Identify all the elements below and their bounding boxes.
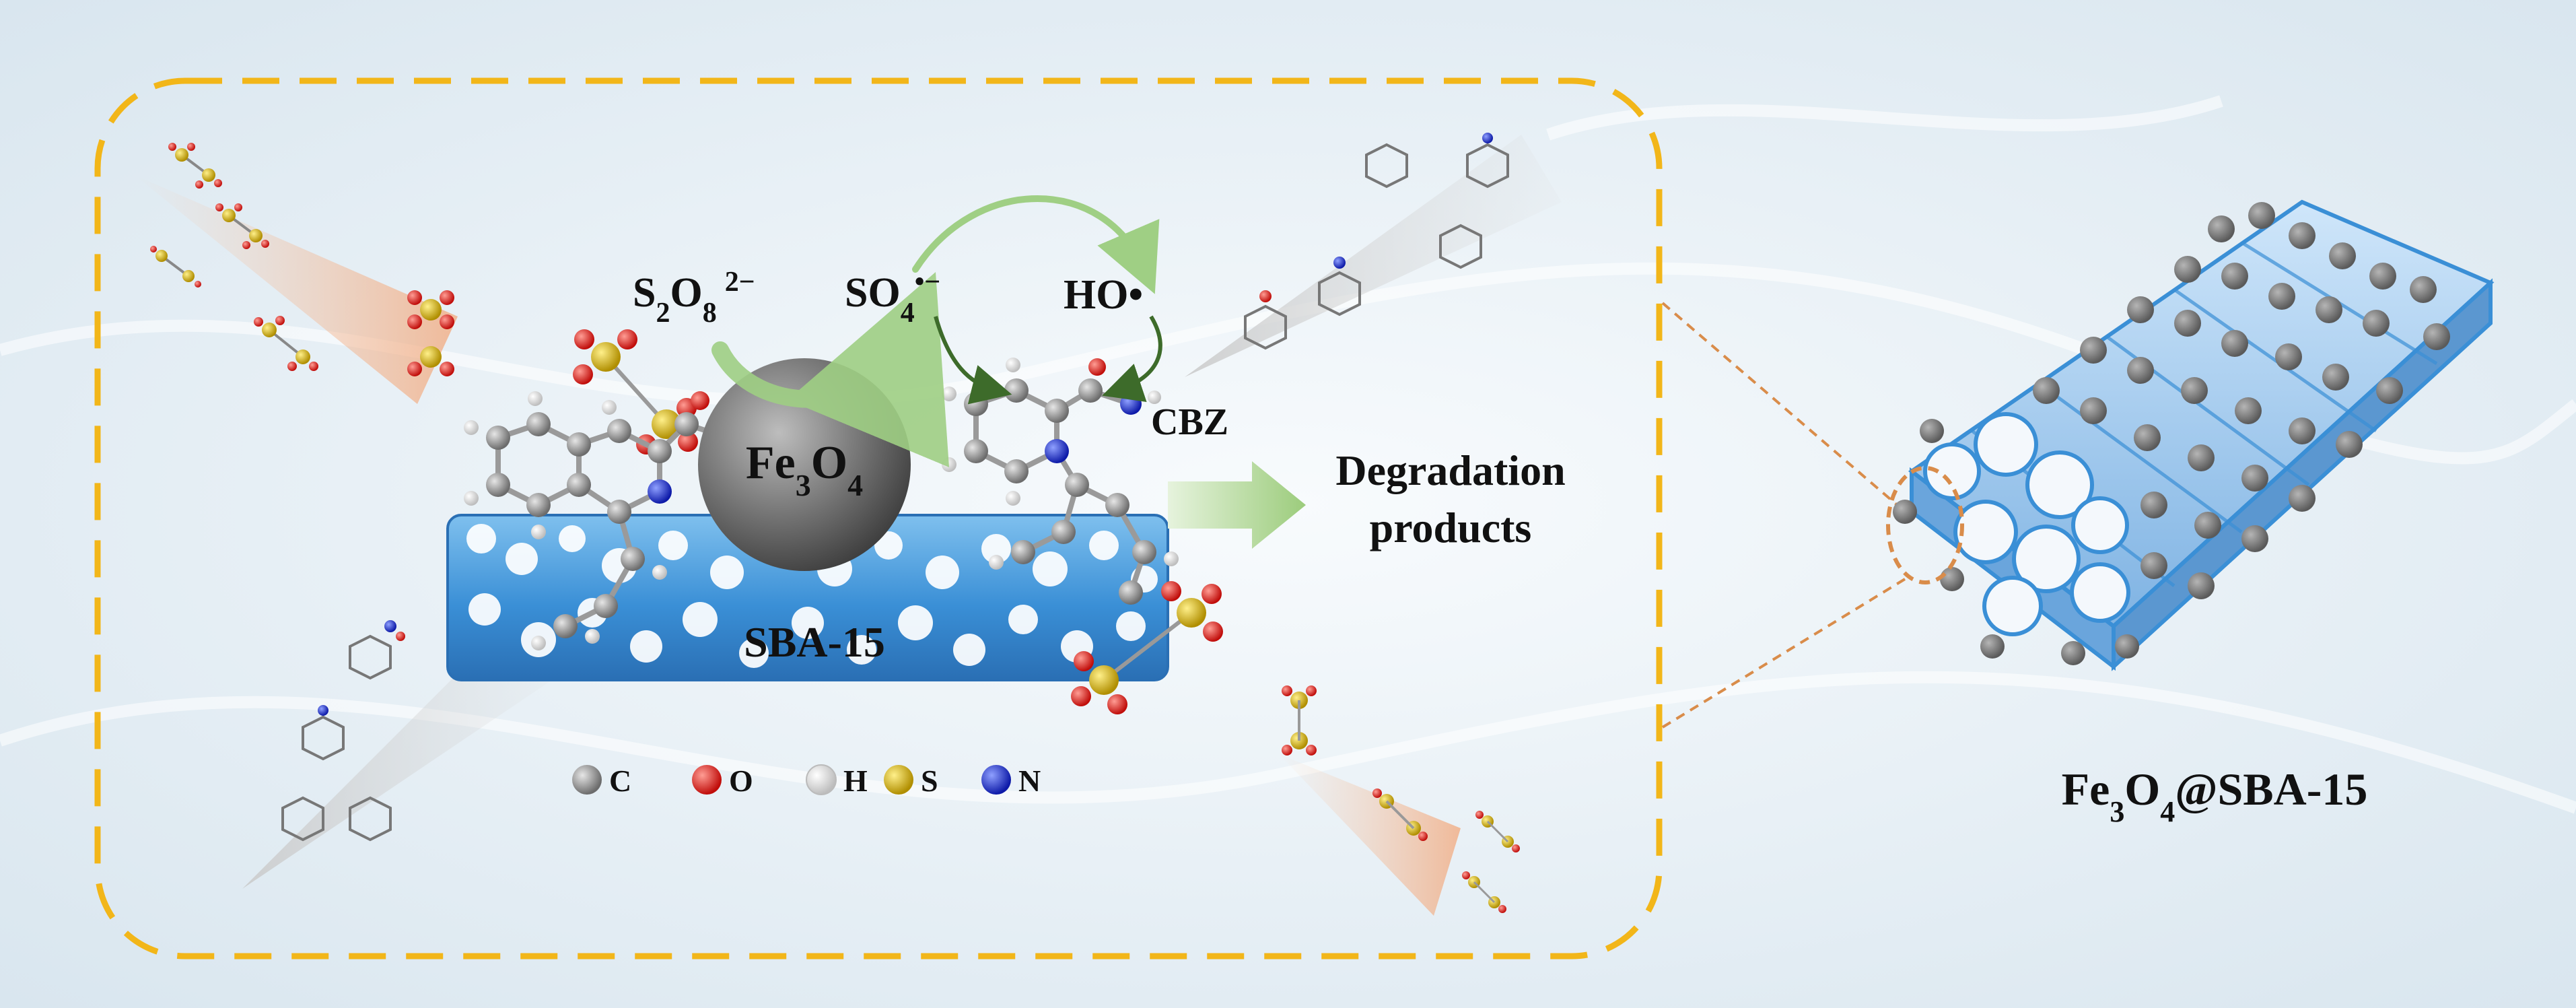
cbz-label: CBZ <box>1151 401 1228 443</box>
cbz-plume-bottom <box>242 619 552 889</box>
legend-item-c: C <box>572 764 631 798</box>
svg-text:S: S <box>921 764 938 798</box>
sulfate-radical-label: SO4•− <box>845 267 940 329</box>
hydroxyl-radical-label: HO• <box>1064 272 1143 318</box>
degradation-arrow <box>1168 461 1306 549</box>
sba15-label: SBA-15 <box>744 618 885 666</box>
activation-arrow <box>711 272 949 468</box>
svg-text:N: N <box>1018 764 1041 798</box>
cbz-plume-top <box>1185 135 1562 377</box>
persulfate-molecule-slab-right <box>1071 581 1223 714</box>
hydroxyl-attack-arrow <box>1102 315 1162 403</box>
cbz-small-molecules <box>281 143 1509 842</box>
cbz-small-atoms <box>318 133 1493 716</box>
degradation-products-label-line1: Degradation <box>1335 446 1565 494</box>
fe3o4-particles <box>1893 202 2450 665</box>
atom-legend: C O H S N <box>572 764 1041 798</box>
persulfate-molecules-right <box>1282 685 1520 913</box>
persulfate-molecules-left <box>150 143 454 376</box>
persulfate-plume-left <box>135 175 458 404</box>
svg-text:H: H <box>843 764 868 798</box>
zoom-highlight-circle <box>1886 466 1964 584</box>
fe3o4-label: Fe3O4 <box>746 437 863 502</box>
degradation-products-label-line2: products <box>1370 504 1532 551</box>
legend-item-o: O <box>692 764 753 798</box>
svg-text:C: C <box>609 764 631 798</box>
sulfate-attack-arrow <box>934 316 1012 405</box>
tube-openings <box>1923 412 2130 636</box>
persulfate-plume-right <box>1279 754 1461 916</box>
catalyst-label: Fe3O4@SBA-15 <box>2062 764 2368 828</box>
oxidant-label: S2O82− <box>633 267 755 329</box>
legend-item-n: N <box>981 764 1041 798</box>
legend-item-s: S <box>884 764 938 798</box>
cbz-molecule-left <box>464 391 757 650</box>
svg-text:O: O <box>729 764 753 798</box>
sba15-pores <box>466 524 1158 668</box>
legend-item-h: H <box>806 764 868 798</box>
radical-conversion-arrow <box>912 195 1160 294</box>
fe3o4-sba15-catalyst <box>1886 199 2495 671</box>
fe3o4-nanoparticle <box>698 358 911 571</box>
mesoporous-tube-bundle <box>1908 199 2495 671</box>
reaction-frame <box>94 77 1663 960</box>
zoom-callout-lines <box>1661 302 1906 729</box>
